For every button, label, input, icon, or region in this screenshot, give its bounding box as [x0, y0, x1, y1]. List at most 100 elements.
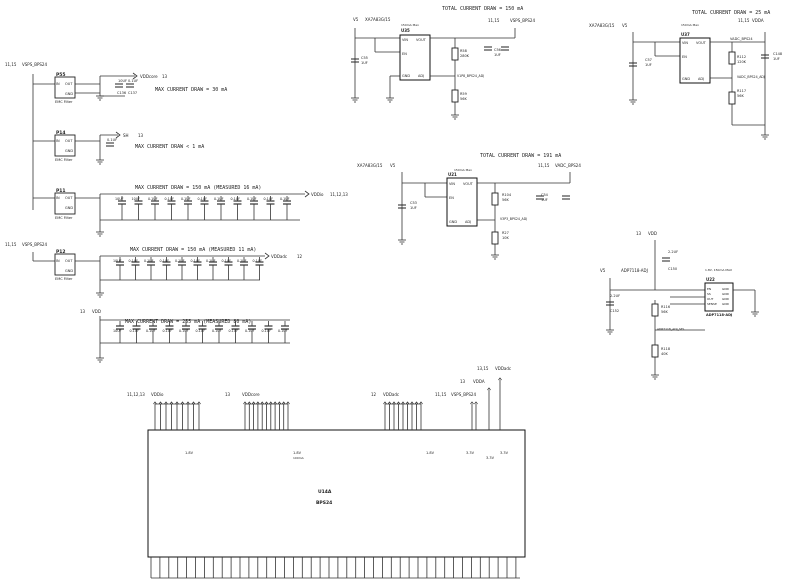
svg-text:VDDA: VDDA [473, 379, 485, 384]
capacitor: 0.1UF [231, 196, 242, 220]
filter-ref-p12: P12 [56, 249, 66, 255]
regulator-u35: V5 XA7A83G/15 U35 150mA Max VIN VOUT EN … [351, 6, 535, 115]
capacitor-value: 0.1UF [222, 259, 232, 263]
emc-filter-p55 [54, 76, 76, 99]
svg-text:GND: GND [722, 302, 730, 306]
svg-text:IN: IN [56, 196, 60, 200]
net-vddcore-1: VDDcore [140, 74, 158, 79]
svg-text:11,15: 11,15 [738, 18, 750, 23]
note-total-150: TOTAL CURRENT DRAW = 150 mA [442, 6, 523, 12]
svg-text:OUT: OUT [65, 196, 73, 200]
svg-text:11,12,13: 11,12,13 [127, 392, 145, 397]
ground-symbol [451, 114, 459, 120]
capacitor: 0.1UF [144, 257, 155, 280]
capacitor: 0.1UF [280, 196, 291, 220]
filter-p55-block: 11,15 VSPS_BPS24 P55 IN OUT GND EMC Filt… [5, 62, 227, 210]
svg-text:1.8V: 1.8V [293, 451, 302, 455]
svg-text:C150: C150 [668, 267, 677, 271]
ground-symbol [351, 97, 359, 103]
svg-text:GND: GND [722, 287, 730, 291]
svg-text:120K: 120K [737, 60, 747, 64]
capacitor: 0.1UF [165, 196, 176, 220]
svg-text:C152: C152 [610, 309, 619, 313]
svg-text:VOUT: VOUT [416, 38, 427, 42]
svg-text:56K: 56K [502, 198, 509, 202]
net-ref-1: 11,15 [5, 62, 17, 67]
svg-text:U37: U37 [681, 32, 690, 37]
svg-text:3.3V: 3.3V [500, 451, 509, 455]
capacitor-value: 0.1UF [245, 329, 255, 333]
ground-symbol [96, 357, 104, 363]
svg-text:VADC_BPS24_ADJ: VADC_BPS24_ADJ [737, 75, 765, 79]
resistor-r116 [651, 303, 659, 317]
note-draw-150b: MAX CURRENT DRAW = 150 mA (MEASURED 11 m… [130, 247, 256, 253]
svg-text:GND: GND [402, 74, 410, 78]
note-total-191: TOTAL CURRENT DRAW = 191 mA [480, 153, 561, 159]
filter-ref-p14: P14 [56, 130, 66, 136]
main-ic-pins [150, 377, 520, 579]
ground-symbol [761, 134, 769, 140]
svg-text:2.2UF: 2.2UF [610, 294, 620, 298]
capacitor: 0.1UF [191, 257, 202, 280]
resistor-r58 [451, 47, 459, 61]
svg-text:R118: R118 [661, 347, 670, 351]
capacitor: 0.1UF [148, 196, 159, 220]
svg-text:10UF: 10UF [118, 79, 127, 83]
svg-text:56K: 56K [737, 94, 744, 98]
capacitor: 0.1UF [163, 321, 174, 343]
svg-text:VSPS_BPS24: VSPS_BPS24 [510, 18, 535, 23]
svg-text:XA7A83G/15: XA7A83G/15 [365, 17, 391, 22]
capacitor-value: 10UF [132, 197, 141, 201]
svg-text:U21: U21 [448, 172, 457, 177]
svg-text:EN: EN [402, 52, 407, 56]
resistor-r27 [491, 231, 499, 245]
capacitor: 10UF [113, 321, 124, 343]
capacitor-value: 0.1UF [146, 329, 156, 333]
capacitor-value: 0.1UF [253, 259, 263, 263]
svg-text:IN: IN [56, 139, 60, 143]
note-draw-1: MAX CURRENT DRAW < 1 mA [135, 144, 204, 150]
svg-text:GND: GND [65, 206, 73, 210]
capacitor-value: 10UF [115, 197, 124, 201]
capacitor: 0.1UF [196, 321, 207, 343]
ic-u21 [446, 177, 478, 227]
ic-u22 [704, 282, 734, 312]
svg-text:OUT: OUT [65, 82, 73, 86]
net-vsps-2: VSPS_BPS24 [22, 242, 47, 247]
svg-text:13: 13 [460, 379, 466, 384]
svg-text:3.3V: 3.3V [486, 456, 495, 460]
capacitor: 10UF [113, 257, 124, 280]
note-draw-255: MAX CURRENT DRAW = 255 mA (MEASURED 80 m… [125, 319, 251, 325]
capacitor-value: 0.1UF [181, 197, 191, 201]
filter-ref-p11: P11 [56, 188, 66, 194]
resistor-r112 [728, 51, 736, 65]
capacitor: 0.1UF [229, 321, 240, 343]
svg-text:VOUT: VOUT [463, 182, 474, 186]
ground-symbol [651, 374, 659, 380]
capacitor: 0.1UF [245, 321, 256, 343]
capacitor-value: 0.1UF [130, 329, 140, 333]
svg-text:13: 13 [636, 231, 642, 236]
svg-text:1UF: 1UF [541, 198, 548, 202]
emc-filter-p12 [54, 253, 76, 276]
svg-text:11,15: 11,15 [538, 163, 550, 168]
svg-text:VSPS_BPS24: VSPS_BPS24 [451, 392, 476, 397]
main-ic-ref: U14A [318, 489, 332, 495]
capacitor-value: 0.1UF [175, 259, 185, 263]
svg-text:U22: U22 [706, 277, 715, 282]
capacitor-value: 0.1UF [262, 329, 272, 333]
svg-text:100mA: 100mA [293, 456, 305, 460]
svg-text:R104: R104 [502, 193, 512, 197]
svg-text:R116: R116 [661, 305, 670, 309]
capacitor: 0.1UF [214, 196, 225, 220]
svg-text:EN: EN [449, 196, 454, 200]
svg-text:GND: GND [65, 149, 73, 153]
ic-u14a [147, 429, 526, 558]
svg-text:13: 13 [80, 309, 86, 314]
capacitor-value: 0.1UF [129, 259, 139, 263]
capacitor-value: 0.1UF [163, 329, 173, 333]
ground-symbol [96, 292, 104, 298]
regulator-u21: XA7A83G/15 V5 U21 150mA Max VIN VOUT EN … [357, 153, 581, 255]
capacitor-value: 0.1UF [165, 197, 175, 201]
